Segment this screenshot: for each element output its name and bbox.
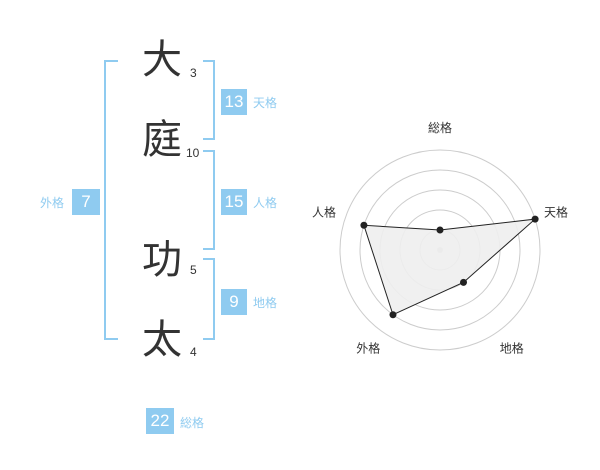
chikaku-value: 9 (221, 289, 247, 315)
soukaku-label: 総格 (180, 416, 205, 430)
radar-axis-label: 地格 (500, 341, 524, 356)
name-char-1-strokes: 3 (190, 66, 197, 80)
tenkaku-value: 13 (221, 89, 247, 115)
radar-point (531, 215, 539, 223)
gaikaku-bracket (104, 60, 118, 340)
radar-axis-label: 天格 (544, 204, 568, 219)
tenkaku-label: 天格 (253, 96, 278, 110)
radar-area (363, 218, 537, 316)
chikaku-label: 地格 (253, 296, 278, 310)
radar-point (460, 278, 468, 286)
radar-axis-label: 外格 (356, 341, 380, 356)
gaikaku-value: 7 (72, 189, 100, 215)
radar-ring (359, 169, 521, 331)
name-char-3: 功 (142, 237, 182, 283)
name-char-1: 大 (142, 37, 182, 83)
jinkaku-bracket (203, 150, 215, 250)
soukaku-value: 22 (146, 408, 174, 434)
name-char-4: 太 (142, 317, 182, 363)
name-char-2: 庭 (142, 117, 182, 163)
name-char-4-strokes: 4 (190, 345, 197, 359)
jinkaku-value: 15 (221, 189, 247, 215)
gaikaku-label: 外格 (40, 196, 65, 210)
radar-point (436, 226, 444, 234)
tenkaku-bracket (203, 60, 215, 140)
radar-ring (339, 149, 541, 351)
name-char-2-strokes: 10 (186, 146, 200, 160)
radar-point (389, 311, 397, 319)
radar-axis-label: 総格 (428, 120, 452, 135)
jinkaku-label: 人格 (253, 196, 278, 210)
radar-axis-label: 人格 (312, 204, 336, 219)
radar-point (360, 221, 368, 229)
chikaku-bracket (203, 258, 215, 340)
name-char-3-strokes: 5 (190, 263, 197, 277)
